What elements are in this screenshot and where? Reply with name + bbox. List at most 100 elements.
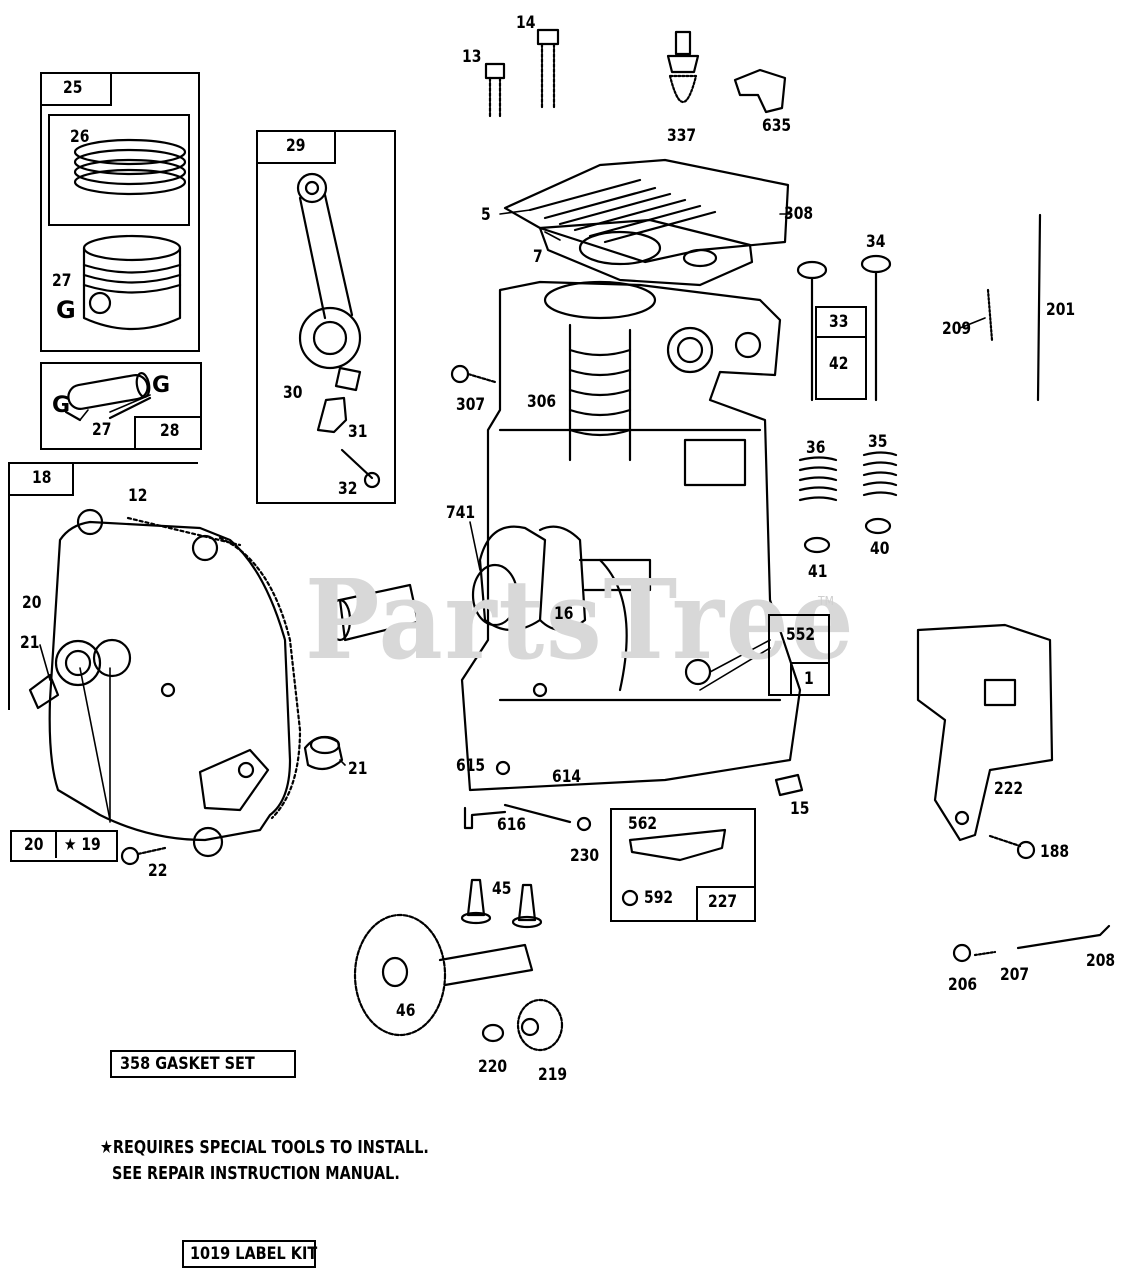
part-label-206: 206 bbox=[948, 975, 978, 995]
part-label-16: 16 bbox=[554, 604, 574, 624]
watermark: PartsTree bbox=[305, 555, 856, 684]
part-label-20-box: 20 bbox=[24, 835, 44, 855]
oil-fill-plug-illustration bbox=[303, 735, 344, 771]
washer-220-illustration bbox=[481, 1023, 505, 1043]
gear-219-illustration bbox=[516, 998, 564, 1052]
screw-22-illustration bbox=[120, 846, 167, 866]
label-kit-label: 1019 LABEL KIT bbox=[182, 1240, 317, 1268]
part-label-32: 32 bbox=[338, 479, 358, 499]
box-25 bbox=[40, 72, 200, 352]
screw-188-illustration bbox=[988, 834, 1036, 860]
part-label-220: 220 bbox=[478, 1057, 508, 1077]
part-label-308: 308 bbox=[784, 204, 814, 224]
box-25-inner bbox=[48, 114, 190, 226]
part-label-614: 614 bbox=[552, 767, 582, 787]
leader-lines bbox=[39, 209, 986, 823]
part-label-230: 230 bbox=[570, 846, 600, 866]
part-label-18: 18 bbox=[32, 468, 52, 488]
link-201-illustration bbox=[1036, 213, 1042, 402]
part-label-25: 25 bbox=[63, 78, 83, 98]
part-label-5: 5 bbox=[481, 205, 491, 225]
crankshaft-illustration bbox=[471, 525, 652, 632]
box-28-footer bbox=[134, 416, 202, 450]
cylinder-head-gasket-illustration bbox=[538, 218, 754, 287]
svg-text:G: G bbox=[52, 393, 70, 418]
part-label-552: 552 bbox=[786, 625, 816, 645]
svg-text:G: G bbox=[56, 296, 76, 324]
screw-307-illustration bbox=[450, 364, 497, 384]
governor-parts-illustration bbox=[952, 924, 1111, 963]
part-label-19: 19 bbox=[81, 835, 101, 855]
part-label-188: 188 bbox=[1040, 842, 1070, 862]
star-marker: ★ bbox=[64, 835, 77, 855]
watermark-trademark: TM bbox=[818, 594, 834, 608]
spring-209-illustration bbox=[986, 288, 994, 342]
part-label-19-box: ★ 19 bbox=[64, 836, 101, 854]
part-label-36: 36 bbox=[806, 438, 826, 458]
part-label-26: 26 bbox=[70, 127, 90, 147]
wrist-pin-illustration: G G G bbox=[52, 296, 170, 422]
part-label-1: 1 bbox=[804, 669, 814, 689]
gasket-set-label: 358 GASKET SET bbox=[110, 1050, 296, 1078]
box-29-header bbox=[256, 130, 336, 164]
part-label-31: 31 bbox=[348, 422, 368, 442]
part-label-35: 35 bbox=[868, 432, 888, 452]
box-25-header bbox=[40, 72, 112, 106]
part-label-13: 13 bbox=[462, 47, 482, 67]
piston-illustration bbox=[82, 234, 182, 331]
part-label-222: 222 bbox=[994, 779, 1024, 799]
box-20-19-divider bbox=[55, 830, 57, 858]
part-label-28: 28 bbox=[160, 421, 180, 441]
tappets-illustration bbox=[460, 878, 543, 929]
part-label-201: 201 bbox=[1046, 300, 1076, 320]
box-20-19 bbox=[10, 830, 118, 862]
part-label-592: 592 bbox=[644, 888, 674, 908]
cylinder-head-illustration bbox=[503, 158, 790, 264]
part-label-7: 7 bbox=[533, 247, 543, 267]
plug-15-illustration bbox=[774, 773, 804, 797]
part-label-14: 14 bbox=[516, 13, 536, 33]
svg-text:G: G bbox=[152, 373, 170, 398]
spark-plug-illustration bbox=[666, 30, 700, 103]
part-label-337: 337 bbox=[667, 126, 697, 146]
part-label-34: 34 bbox=[866, 232, 886, 252]
box-1 bbox=[790, 662, 830, 696]
part-label-20: 20 bbox=[22, 593, 42, 613]
part-label-45: 45 bbox=[492, 879, 512, 899]
part-label-29: 29 bbox=[286, 136, 306, 156]
spark-plug-boot-illustration bbox=[733, 68, 787, 114]
part-label-21-plug: 21 bbox=[348, 759, 368, 779]
valves-illustration bbox=[796, 254, 892, 402]
control-bracket-illustration bbox=[916, 623, 1054, 842]
connecting-rod-illustration bbox=[296, 172, 381, 489]
part-label-307: 307 bbox=[456, 395, 486, 415]
box-18-header bbox=[8, 462, 74, 496]
box-33-header bbox=[815, 306, 867, 338]
part-label-227: 227 bbox=[708, 892, 738, 912]
part-label-33: 33 bbox=[829, 312, 849, 332]
part-label-208: 208 bbox=[1086, 951, 1116, 971]
cylinder-block-illustration bbox=[460, 280, 802, 792]
valve-springs-illustration bbox=[798, 451, 898, 554]
part-label-15: 15 bbox=[790, 799, 810, 819]
part-label-741: 741 bbox=[446, 503, 476, 523]
box-28 bbox=[40, 362, 202, 450]
part-label-615: 615 bbox=[456, 756, 486, 776]
part-label-616: 616 bbox=[497, 815, 527, 835]
lever-562-illustration bbox=[621, 828, 727, 907]
part-label-209: 209 bbox=[942, 319, 972, 339]
part-label-27-piston: 27 bbox=[52, 271, 72, 291]
box-29 bbox=[256, 130, 396, 504]
repair-manual-note: SEE REPAIR INSTRUCTION MANUAL. bbox=[112, 1163, 400, 1184]
box-227-footer bbox=[696, 886, 756, 922]
crankcase-cover-illustration bbox=[28, 508, 302, 858]
part-label-22: 22 bbox=[148, 861, 168, 881]
part-label-219: 219 bbox=[538, 1065, 568, 1085]
camshaft-gear-illustration bbox=[353, 913, 534, 1037]
part-label-207: 207 bbox=[1000, 965, 1030, 985]
part-label-27-clip: 27 bbox=[92, 420, 112, 440]
part-label-562: 562 bbox=[628, 814, 658, 834]
pin-sleeve-illustration bbox=[328, 583, 420, 642]
part-label-42: 42 bbox=[829, 354, 849, 374]
